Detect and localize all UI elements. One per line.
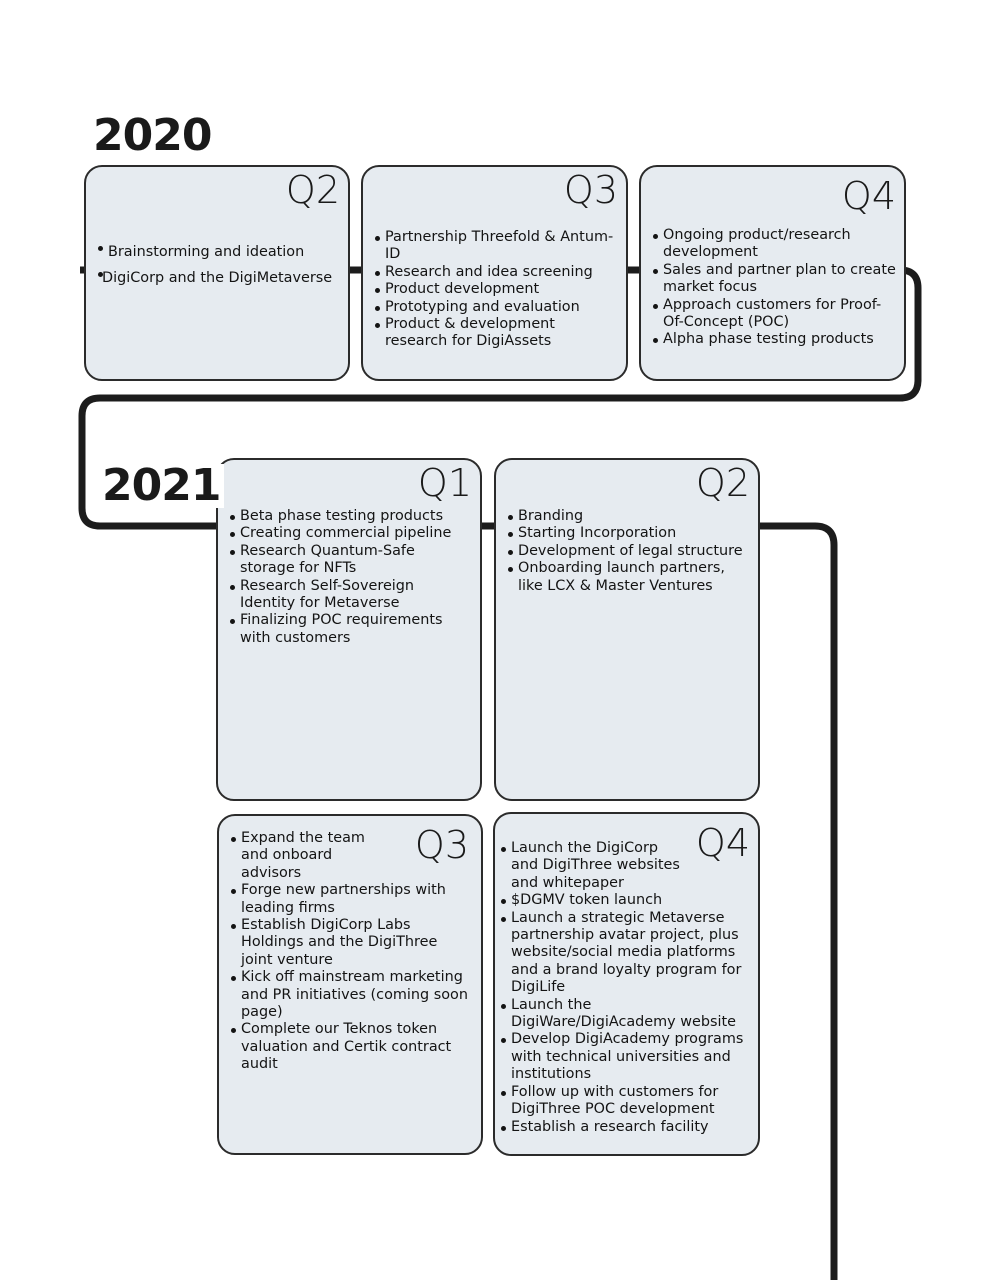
list-item: Establish DigiCorp Labs Holdings and the… xyxy=(231,917,471,969)
year-2021-heading: 2021 xyxy=(98,464,225,508)
quarter-card-2021-q3: Q3 Expand the team and onboard advisors … xyxy=(217,814,483,1155)
quarter-items: Expand the team and onboard advisors For… xyxy=(231,830,471,1074)
list-item: Brainstorming and ideation xyxy=(98,239,340,265)
quarter-label: Q2 xyxy=(285,168,340,212)
quarter-label: Q2 xyxy=(695,461,750,505)
quarter-label: Q4 xyxy=(695,821,750,865)
list-item: Launch the DigiWare/DigiAcademy website xyxy=(501,997,750,1032)
list-item: Partnership Threefold & Antum-ID xyxy=(375,229,618,264)
list-item: Approach customers for Proof-Of-Concept … xyxy=(653,297,896,332)
list-item: Forge new partnerships with leading firm… xyxy=(231,882,471,917)
list-item: Research Quantum-Safe storage for NFTs xyxy=(230,543,472,578)
quarter-label: Q4 xyxy=(841,174,896,218)
quarter-items: Brainstorming and ideation DigiCorp and … xyxy=(98,239,340,291)
list-item: Starting Incorporation xyxy=(508,525,750,542)
quarter-card-2020-q3: Q3 Partnership Threefold & Antum-ID Rese… xyxy=(361,165,628,381)
quarter-label: Q1 xyxy=(417,461,472,505)
list-item: Expand the team and onboard advisors xyxy=(231,830,471,882)
quarter-card-2021-q4: Q4 Launch the DigiCorp and DigiThree web… xyxy=(493,812,760,1156)
list-item: Sales and partner plan to create market … xyxy=(653,262,896,297)
timeline-path xyxy=(78,266,922,1280)
quarter-items: Beta phase testing products Creating com… xyxy=(230,508,472,647)
list-item: Launch a strategic Metaverse partnership… xyxy=(501,910,750,997)
list-item: Product development xyxy=(375,281,618,298)
list-item: Beta phase testing products xyxy=(230,508,472,525)
list-item: Establish a research facility xyxy=(501,1119,750,1136)
quarter-card-2021-q1: Q1 Beta phase testing products Creating … xyxy=(216,458,482,801)
quarter-label: Q3 xyxy=(414,823,469,867)
list-item: Development of legal structure xyxy=(508,543,750,560)
quarter-items: Partnership Threefold & Antum-ID Researc… xyxy=(375,229,618,351)
quarter-items: Ongoing product/research development Sal… xyxy=(653,227,896,349)
list-item: Product & development research for DigiA… xyxy=(375,316,618,351)
list-item: Complete our Teknos token valuation and … xyxy=(231,1021,471,1073)
list-item: Alpha phase testing products xyxy=(653,331,896,348)
quarter-items: Branding Starting Incorporation Developm… xyxy=(508,508,750,595)
list-item: Branding xyxy=(508,508,750,525)
list-item: Develop DigiAcademy programs with techni… xyxy=(501,1031,750,1083)
quarter-label: Q3 xyxy=(563,168,618,212)
list-item: Kick off mainstream marketing and PR ini… xyxy=(231,969,471,1021)
quarter-items: Launch the DigiCorp and DigiThree websit… xyxy=(501,840,750,1136)
list-item: DigiCorp and the DigiMetaverse xyxy=(98,265,340,291)
list-item: $DGMV token launch xyxy=(501,892,750,909)
list-item: Follow up with customers for DigiThree P… xyxy=(501,1084,750,1119)
quarter-card-2020-q2: Q2 Brainstorming and ideation DigiCorp a… xyxy=(84,165,350,381)
quarter-card-2020-q4: Q4 Ongoing product/research development … xyxy=(639,165,906,381)
list-item: Creating commercial pipeline xyxy=(230,525,472,542)
list-item: Prototyping and evaluation xyxy=(375,299,618,316)
quarter-card-2021-q2: Q2 Branding Starting Incorporation Devel… xyxy=(494,458,760,801)
list-item: Onboarding launch partners, like LCX & M… xyxy=(508,560,750,595)
list-item: Ongoing product/research development xyxy=(653,227,896,262)
year-2020-heading: 2020 xyxy=(93,110,212,161)
list-item: Finalizing POC requirements with custome… xyxy=(230,612,472,647)
list-item: Research Self-Sovereign Identity for Met… xyxy=(230,578,472,613)
list-item: Research and idea screening xyxy=(375,264,618,281)
list-item: Launch the DigiCorp and DigiThree websit… xyxy=(501,840,750,892)
